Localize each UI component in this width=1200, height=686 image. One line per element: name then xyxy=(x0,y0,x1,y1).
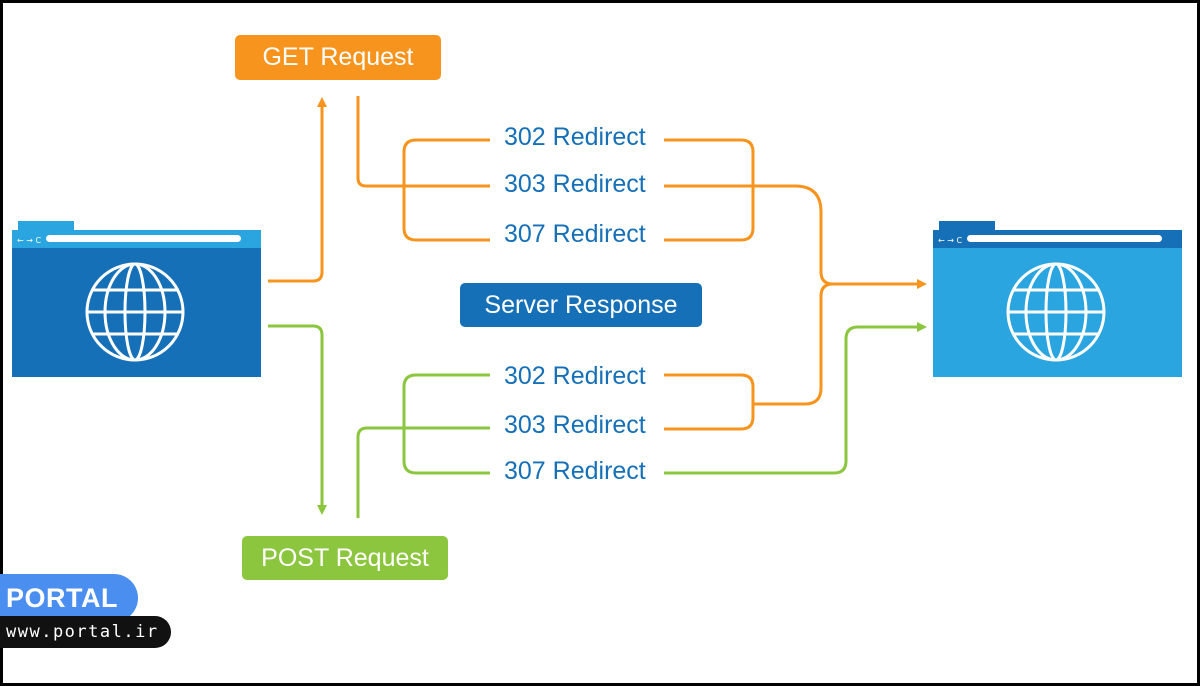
server-response-label: Server Response xyxy=(460,283,702,327)
client-browser-body xyxy=(12,230,261,377)
post-redirect-307-label: 307 Redirect xyxy=(504,457,646,485)
target-browser-nav-glyph: ← → C xyxy=(938,236,962,245)
target-browser-window: ← → C xyxy=(933,221,1182,377)
post-request-label: POST Request xyxy=(242,536,448,580)
get-to-303-line xyxy=(356,96,490,188)
post-to-303-line xyxy=(356,426,490,518)
post-307-to-target-arrow xyxy=(664,322,927,475)
client-browser-address-bar xyxy=(46,235,241,242)
post-302-303-bracket xyxy=(664,373,755,431)
get-bracket-302-307 xyxy=(402,138,490,242)
globe-icon xyxy=(85,262,185,362)
target-browser-address-bar xyxy=(967,235,1162,242)
get-request-arrow xyxy=(268,97,327,283)
target-browser-body xyxy=(933,230,1182,377)
get-connectors xyxy=(268,96,927,431)
client-browser-window: ← → C xyxy=(12,221,261,377)
post-bracket-302-307 xyxy=(402,373,490,475)
post-converted-to-get-line xyxy=(753,282,834,406)
portal-url-badge: www.portal.ir xyxy=(0,616,171,648)
get-redirect-303-label: 303 Redirect xyxy=(504,170,646,198)
get-redirect-302-label: 302 Redirect xyxy=(504,123,646,151)
get-redirect-307-label: 307 Redirect xyxy=(504,220,646,248)
globe-icon xyxy=(1006,262,1106,362)
post-redirect-302-label: 302 Redirect xyxy=(504,362,646,390)
get-to-target-arrow xyxy=(664,184,927,289)
post-request-arrow xyxy=(268,324,327,515)
portal-brand-badge: PORTAL xyxy=(0,574,138,622)
client-browser-nav-glyph: ← → C xyxy=(17,236,41,245)
get-request-label: GET Request xyxy=(235,35,441,80)
get-right-bracket xyxy=(664,138,755,242)
post-redirect-303-label: 303 Redirect xyxy=(504,411,646,439)
post-connectors xyxy=(268,322,927,518)
